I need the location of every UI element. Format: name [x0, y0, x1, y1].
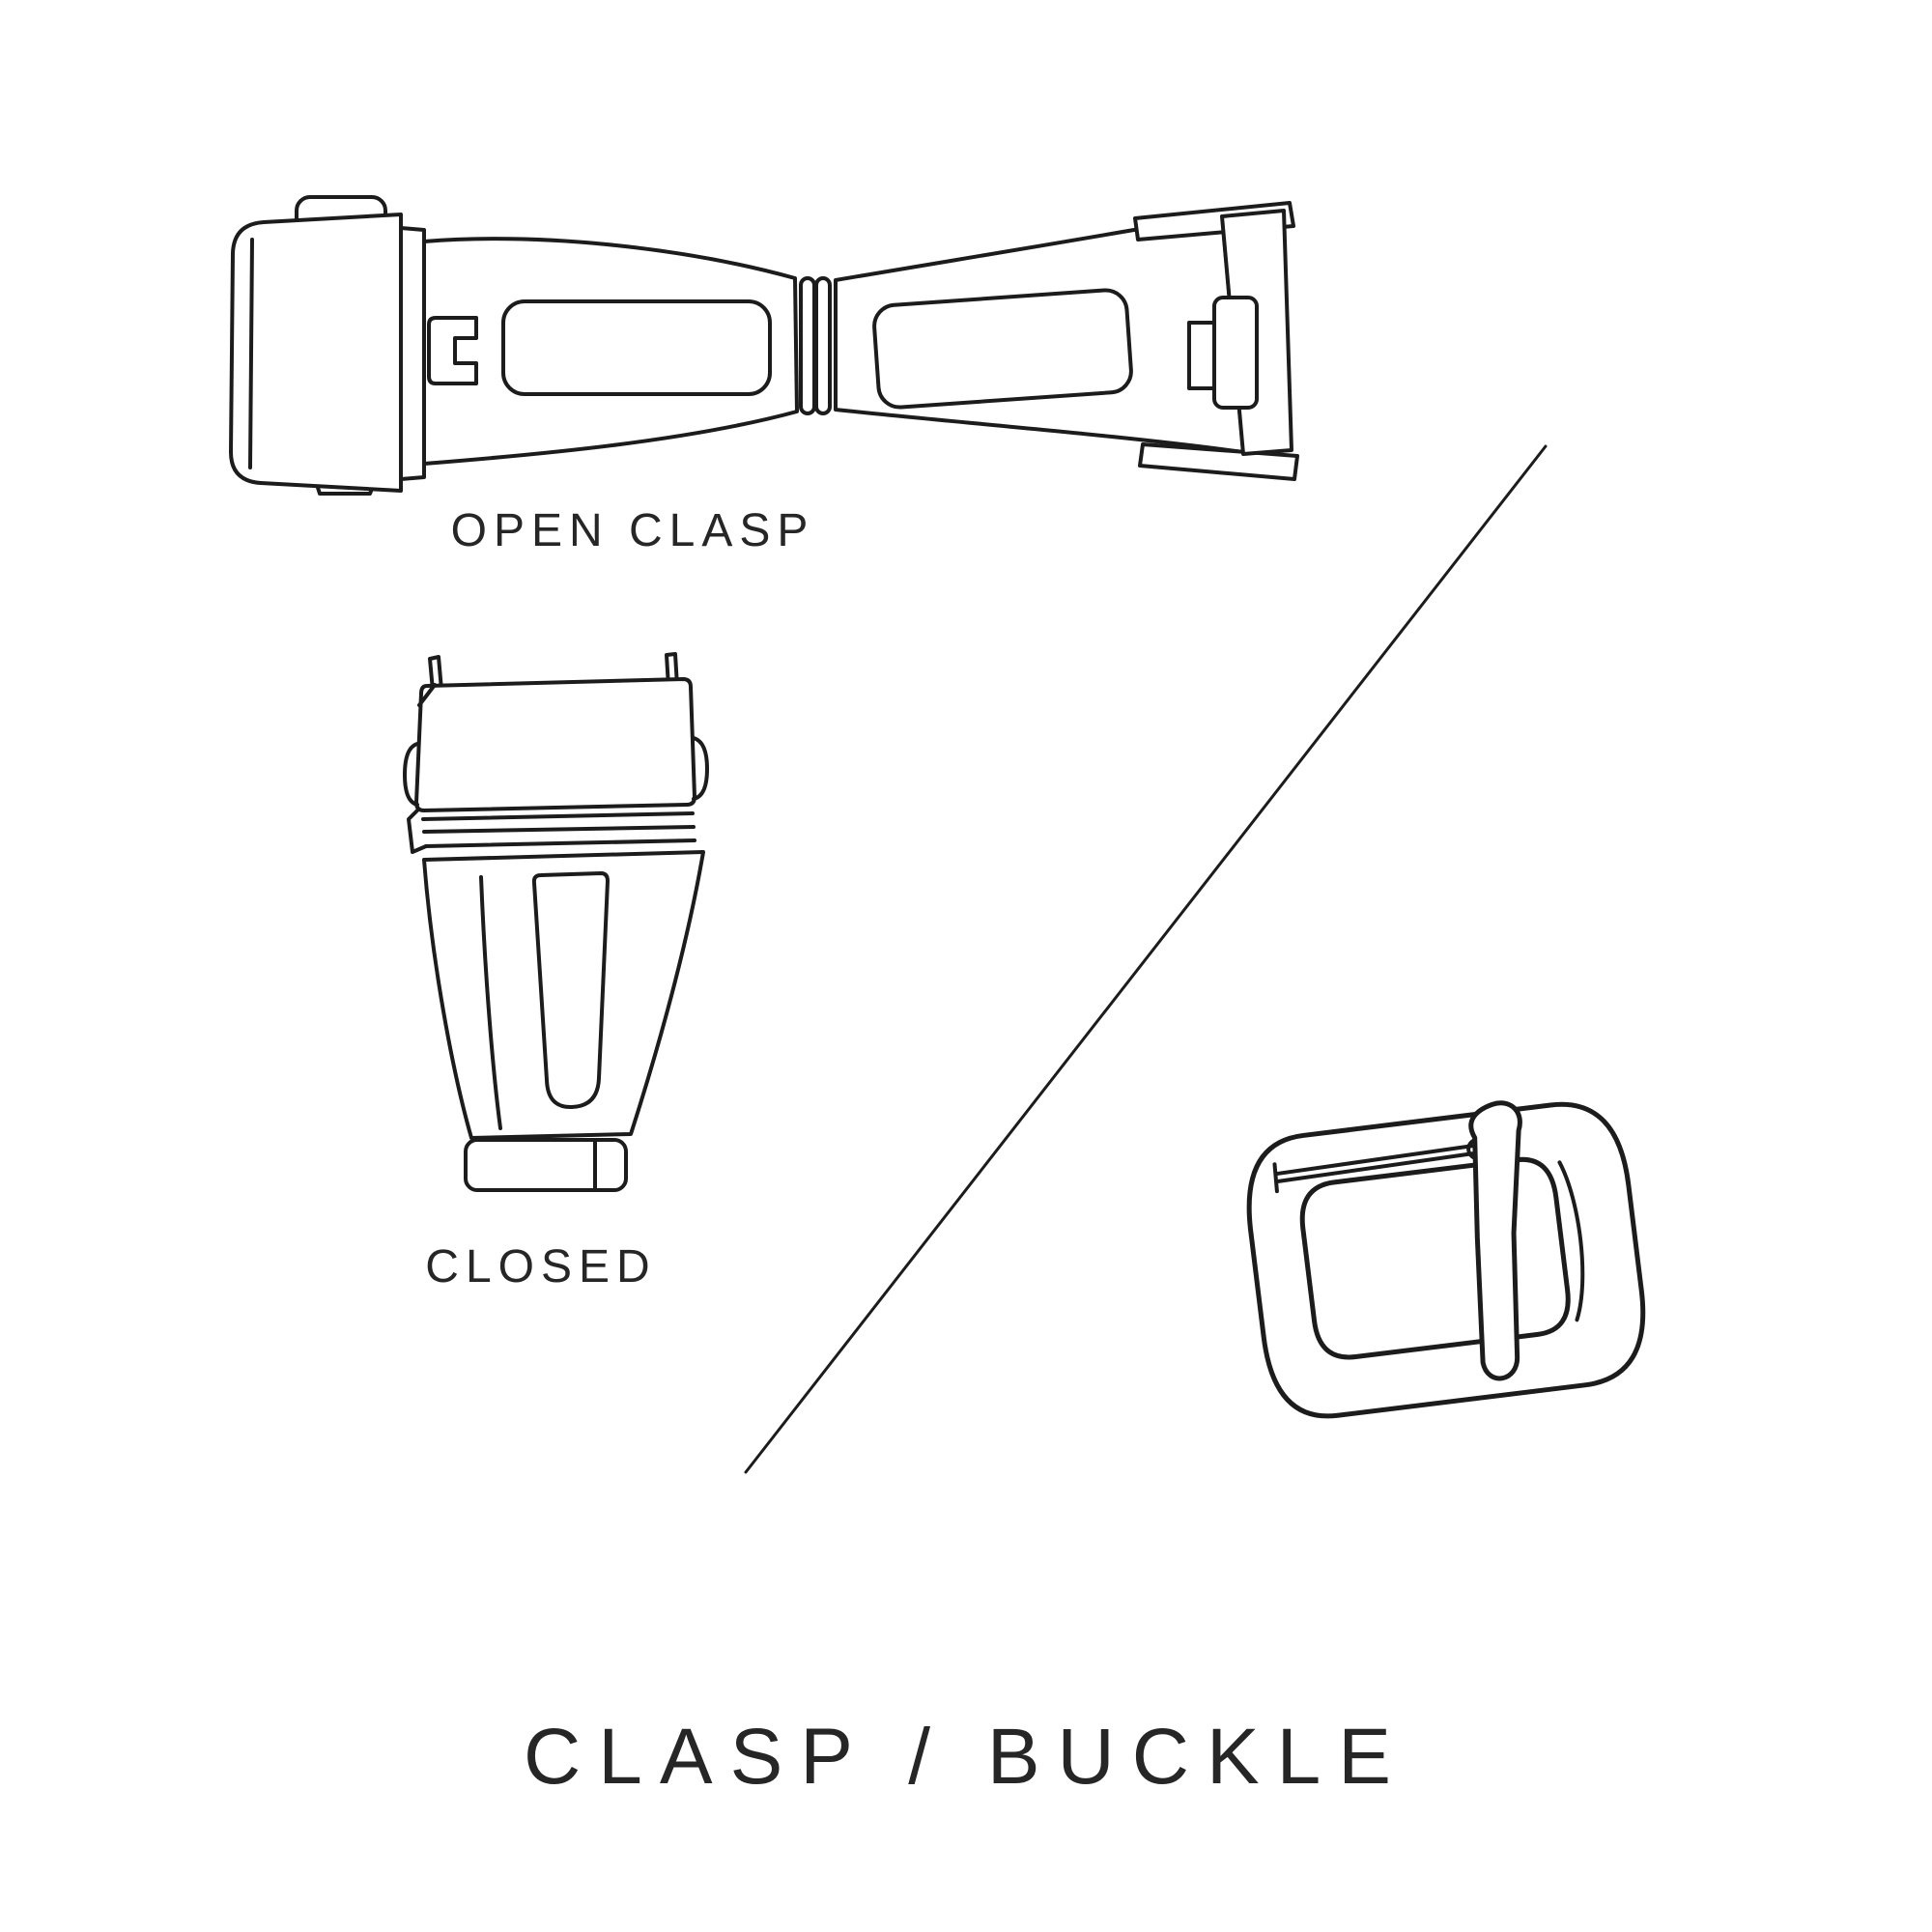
- buckle-pin-bottom: [1275, 1151, 1475, 1183]
- buckle-band-contour: [1557, 1160, 1585, 1322]
- closed-clasp-side-tab-right: [692, 736, 709, 801]
- clasp-hook: [427, 316, 478, 385]
- closed-clasp-band-line-3: [424, 838, 696, 848]
- clasp-left-cutout: [501, 299, 772, 396]
- closed-clasp-inner-edge: [479, 875, 502, 1130]
- page-title: CLASP / BUCKLE: [524, 1713, 1408, 1801]
- closed-clasp-slot: [531, 871, 610, 1110]
- closed-clasp-side-tab-left: [403, 742, 419, 807]
- open-clasp-label: OPEN CLASP: [450, 505, 815, 556]
- open-clasp-illustration: [229, 195, 1299, 496]
- buckle-frame: [1246, 1101, 1646, 1419]
- closed-clasp-corner-fold: [407, 809, 428, 854]
- buckle-tongue: [1468, 1100, 1522, 1381]
- closed-clasp-keeper: [464, 1138, 628, 1192]
- tang-buckle-illustration: [1246, 1100, 1646, 1419]
- clasp-hinge-right: [814, 276, 832, 415]
- closed-clasp-cover: [414, 677, 696, 812]
- clasp-cover-edge-line: [248, 238, 254, 469]
- clasp-right-cutout: [872, 288, 1133, 410]
- closed-clasp-band-line-2: [422, 825, 696, 834]
- buckle-pin-end: [1272, 1162, 1279, 1194]
- buckle-pin-top: [1274, 1144, 1474, 1177]
- clasp-cover: [229, 213, 403, 493]
- clasp-connector: [399, 226, 426, 481]
- closed-clasp-fold-line: [417, 683, 437, 707]
- clasp-catch-bracket: [1187, 321, 1214, 390]
- closed-clasp-band-line-1: [421, 811, 695, 821]
- closed-clasp-illustration: [403, 652, 709, 1192]
- closed-clasp-label: CLOSED: [425, 1241, 657, 1293]
- clasp-catch: [1212, 296, 1259, 410]
- clasp-left-blade: [422, 237, 799, 466]
